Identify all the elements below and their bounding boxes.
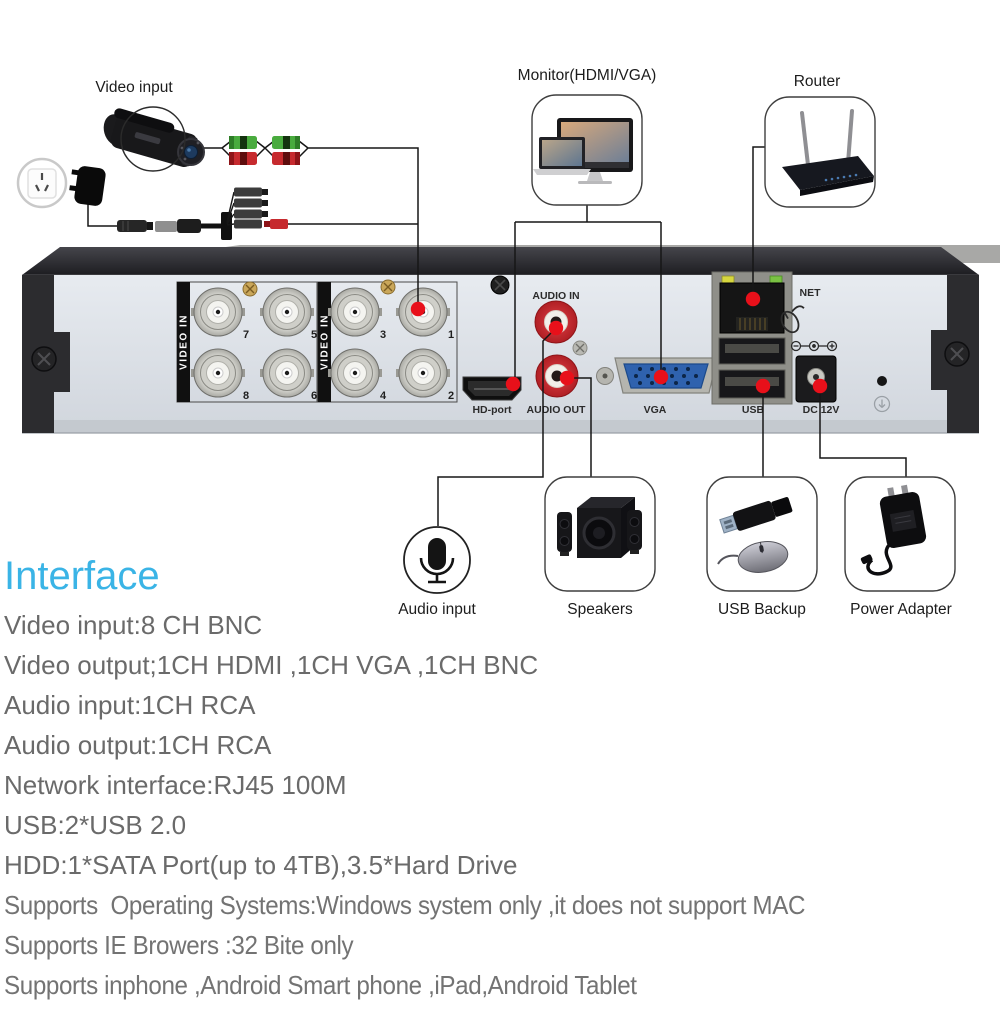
audio-out-label: AUDIO OUT <box>527 404 587 416</box>
wall-socket <box>16 157 68 209</box>
left-screw <box>31 346 57 372</box>
line-dc-to-adapter <box>819 390 907 477</box>
spec-line-mobile-support: Supports inphone ,Android Smart phone ,i… <box>4 970 637 1000</box>
speakers-box <box>544 476 656 592</box>
dc-12v-label: DC 12V <box>803 404 840 416</box>
vga-label: VGA <box>644 404 667 416</box>
mouse-icon <box>780 305 805 334</box>
bnc-num-8: 8 <box>243 390 249 402</box>
marker-audio-out <box>559 370 575 386</box>
interface-specs: Interface Video input:8 CH BNC Video out… <box>4 552 996 1005</box>
spec-line-video-output: Video output;1CH HDMI ,1CH VGA ,1CH BNC <box>4 650 539 680</box>
bnc-num-6: 6 <box>311 390 317 402</box>
marker-usb <box>755 378 771 394</box>
router-box <box>764 96 876 208</box>
marker-vga <box>653 369 669 385</box>
red-rca-plug <box>264 219 288 229</box>
usb-backup-label: USB Backup <box>718 601 806 618</box>
power-adapter-label: Power Adapter <box>850 601 952 618</box>
reset-hole <box>877 376 887 386</box>
video-in-group-left: VIDEO IN 7 5 8 6 <box>176 281 318 403</box>
bnc-num-3: 3 <box>380 329 386 341</box>
monitor-label: Monitor(HDMI/VGA) <box>518 67 657 84</box>
line-camera-to-bnc1 <box>196 140 419 303</box>
usb-label: USB <box>742 404 765 416</box>
rca-coupler-pairs <box>229 136 300 165</box>
video-input-label: Video input <box>95 79 173 96</box>
spec-line-usb: USB:2*USB 2.0 <box>4 810 187 840</box>
audio-input-label: Audio input <box>398 601 476 618</box>
dc-jack <box>795 355 837 403</box>
audio-in-label: AUDIO IN <box>532 290 579 302</box>
hd-port-label: HD-port <box>472 404 512 416</box>
camera-illustration <box>103 106 205 172</box>
video-in-label-left: VIDEO IN <box>179 314 190 370</box>
router-label: Router <box>794 73 841 90</box>
net-usb-block <box>711 271 793 405</box>
spec-line-network: Network interface:RJ45 100M <box>4 770 347 800</box>
top-screw <box>490 275 510 295</box>
bnc-num-4: 4 <box>380 390 387 402</box>
line-router-to-net <box>752 146 765 295</box>
rca-fan-plugs <box>234 187 268 229</box>
power-adapter <box>879 484 927 548</box>
line-monitor-to-ports <box>514 205 662 377</box>
ground-symbol <box>873 395 891 413</box>
power-adapter-box <box>844 476 956 592</box>
marker-dc <box>812 378 828 394</box>
audio-out-jack <box>535 354 579 398</box>
line-plug-chain <box>87 200 418 227</box>
bnc-num-2: 2 <box>448 390 454 402</box>
net-led-green <box>769 275 783 284</box>
usb-backup-box <box>706 476 818 592</box>
gold-screw <box>242 281 258 297</box>
bnc-num-1: 1 <box>448 329 454 341</box>
net-label: NET <box>800 287 822 299</box>
port-markers <box>410 291 828 394</box>
bnc-num-5: 5 <box>311 329 317 341</box>
marker-net <box>745 291 761 307</box>
usb-mouse <box>717 541 789 573</box>
bnc-num-7: 7 <box>243 329 249 341</box>
marker-hdmi <box>505 376 521 392</box>
dvr-chassis: VIDEO IN 7 5 8 6 VIDEO IN 3 1 4 2 <box>22 247 979 434</box>
spec-line-hdd: HDD:1*SATA Port(up to 4TB),3.5*Hard Driv… <box>4 850 518 880</box>
video-in-group-right: VIDEO IN 3 1 4 2 <box>317 279 458 403</box>
power-plug <box>69 166 106 206</box>
spec-line-audio-input: Audio input:1CH RCA <box>4 690 256 720</box>
gold-screw <box>380 279 396 295</box>
adapter-cable <box>866 542 893 576</box>
marker-bnc1 <box>410 301 426 317</box>
spec-line-os-support: Supports Operating Systems:Windows syste… <box>4 890 806 920</box>
spec-line-video-input: Video input:8 CH BNC <box>4 610 263 640</box>
camera-zoom-circle <box>120 106 186 172</box>
specs-heading: Interface <box>4 554 160 598</box>
mic-icon <box>403 526 471 594</box>
spec-line-browser-support: Supports IE Browers :32 Bite only <box>4 930 354 960</box>
spec-line-audio-output: Audio output:1CH RCA <box>4 730 272 760</box>
video-in-label-right: VIDEO IN <box>320 314 331 370</box>
monitor-box <box>531 94 643 206</box>
diagram-illustration: VIDEO IN 7 5 8 6 VIDEO IN 3 1 4 2 <box>16 67 1000 618</box>
marker-audio-in <box>548 320 564 336</box>
usb-flash-drive <box>719 497 793 534</box>
speakers-label: Speakers <box>567 601 633 618</box>
dc-polarity-icon <box>790 340 838 352</box>
net-led-yellow <box>721 275 735 284</box>
right-screw <box>944 341 970 367</box>
silver-screw <box>572 340 588 356</box>
cable-chain <box>117 187 288 240</box>
line-audioin-to-mic <box>437 327 557 526</box>
